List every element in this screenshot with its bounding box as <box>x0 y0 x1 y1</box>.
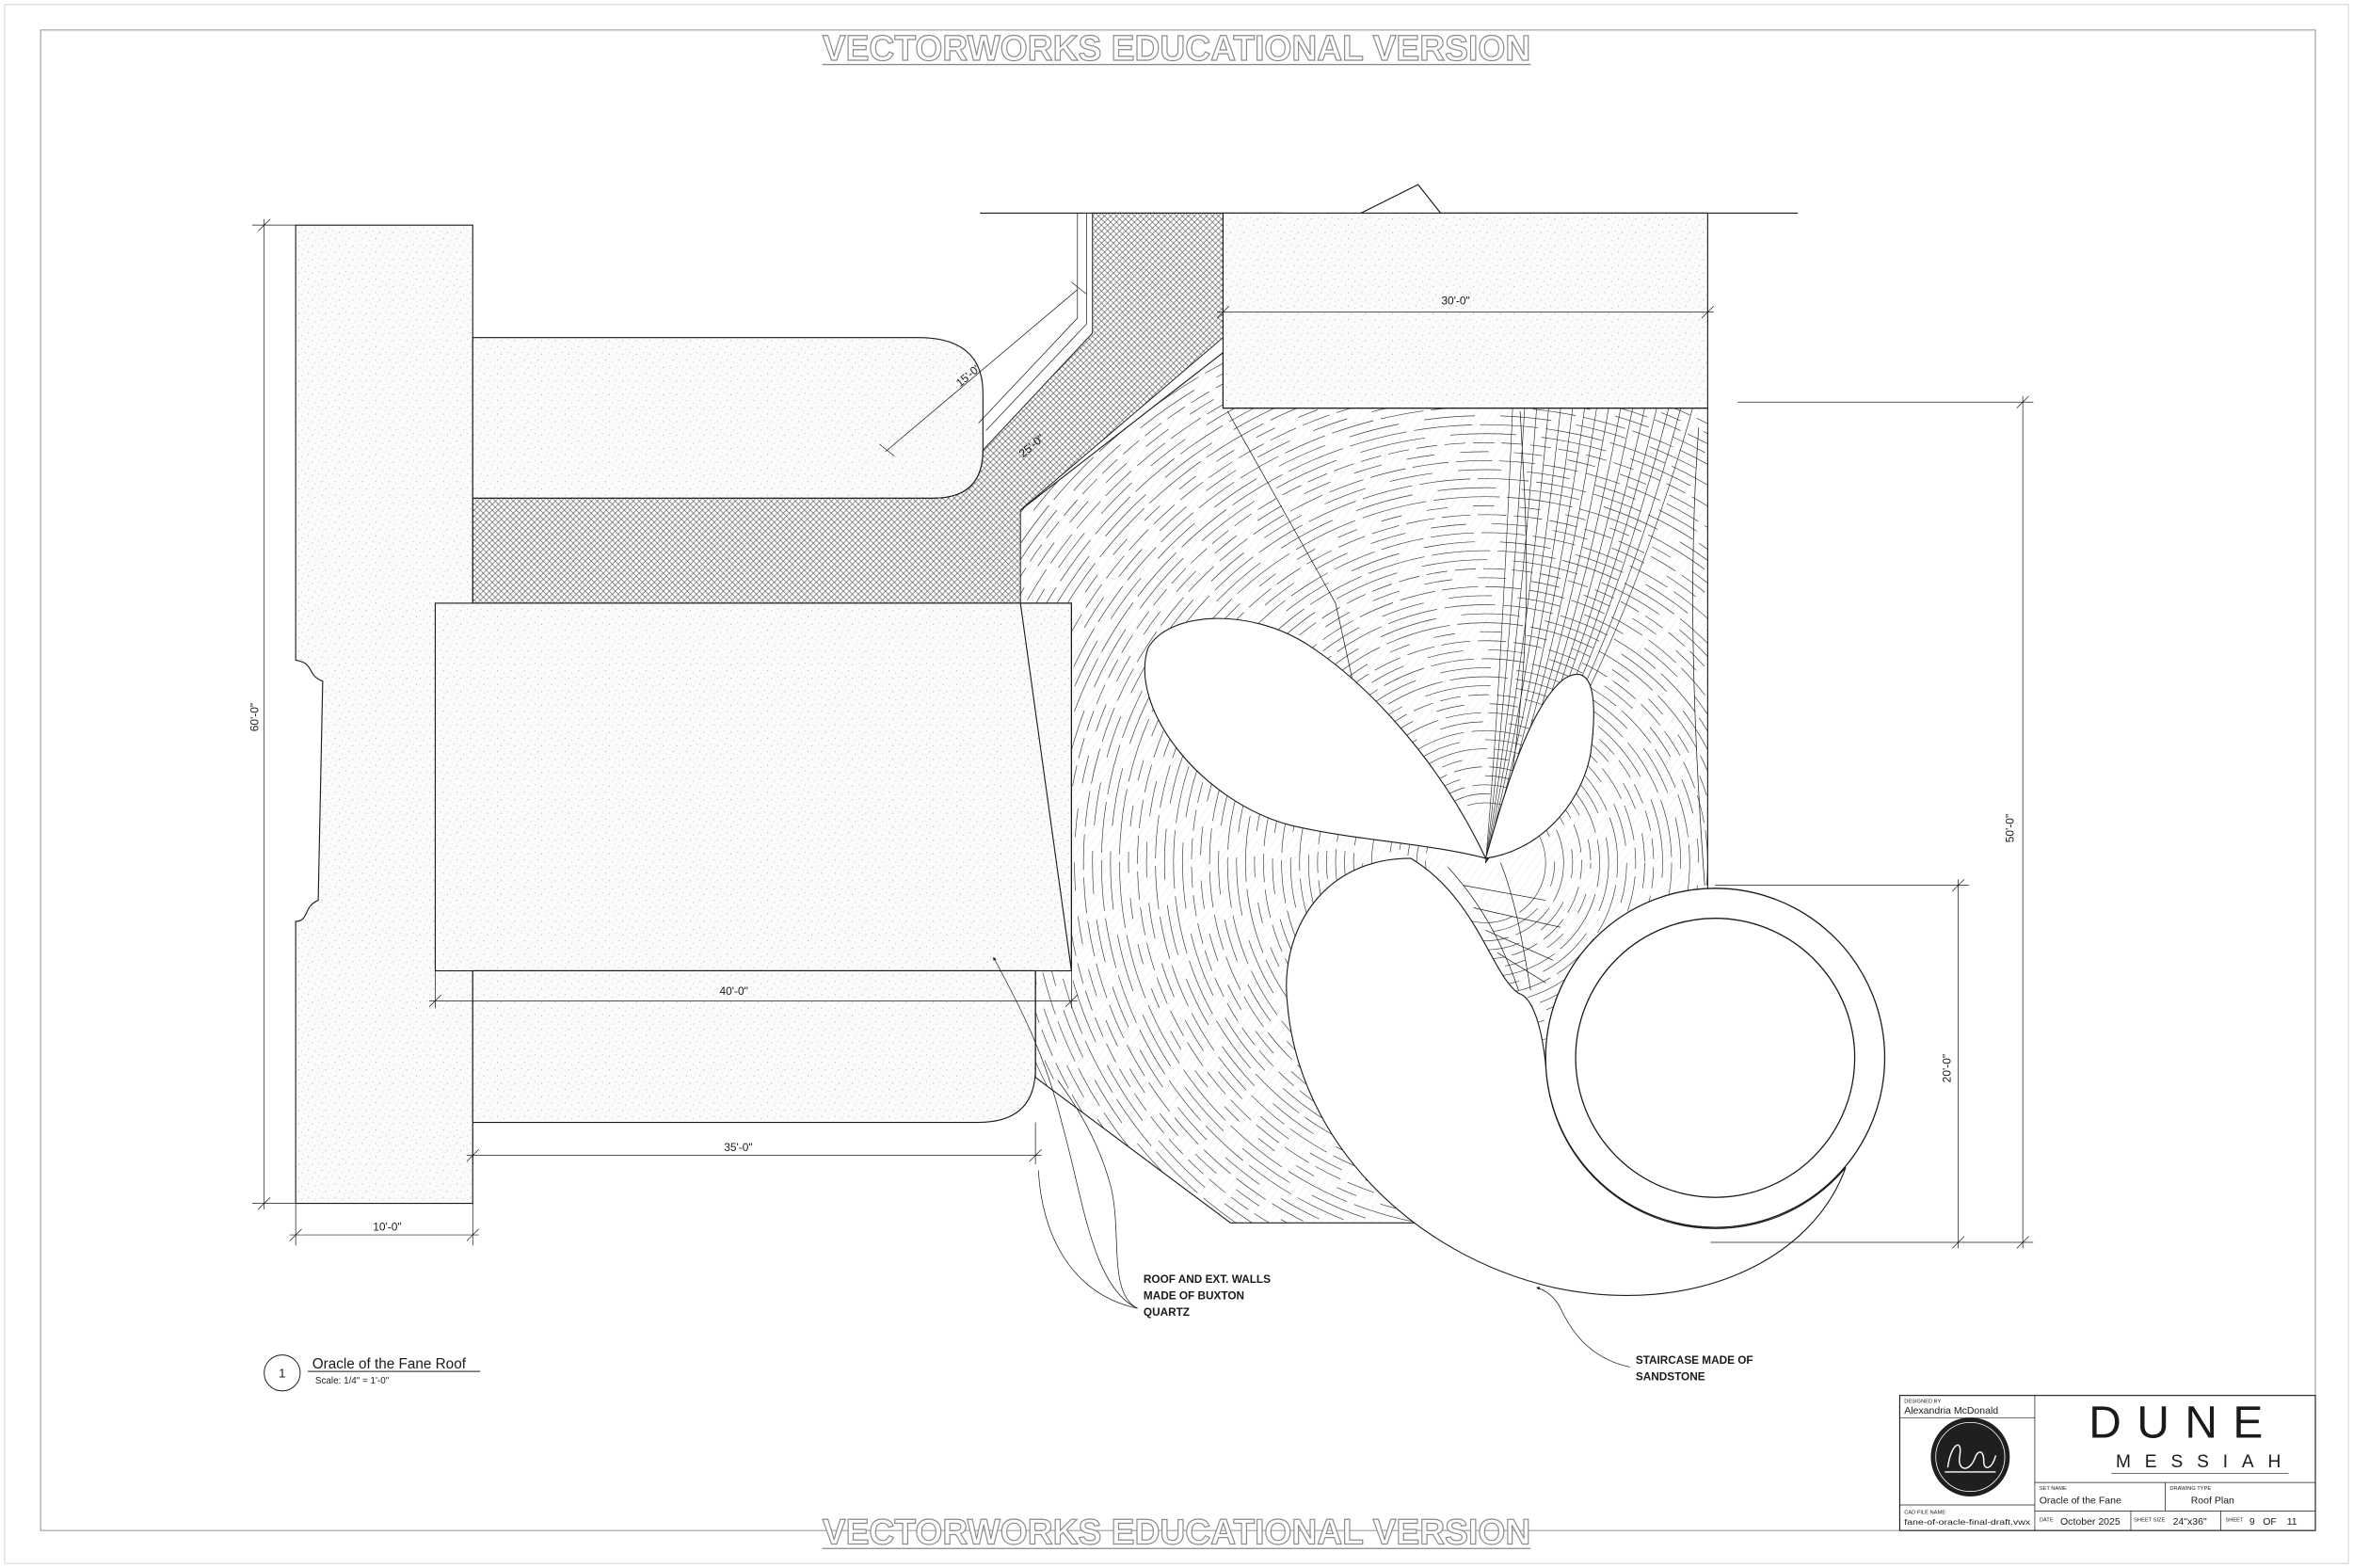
left-wing-roof <box>295 224 473 1205</box>
lower-wing-roof <box>472 969 1036 1124</box>
designer-name: Alexandria McDonald <box>1904 1405 1998 1416</box>
dimension-left-width-label: 10'-0" <box>373 1220 401 1233</box>
flow-line <box>1485 408 1561 863</box>
signature-mark <box>1945 1444 1997 1473</box>
roof-note-line-2: MADE OF BUXTON <box>1144 1290 1244 1303</box>
dimension-left-height: 60'-0" <box>248 218 296 1210</box>
dimension-right-height-label: 50'-0" <box>2004 814 2017 842</box>
staircase-note-line-2: SANDSTONE <box>1636 1371 1705 1384</box>
spiral-staircase <box>1286 857 1847 1296</box>
hatch-arc <box>1092 469 1708 1224</box>
hatch-arc <box>1200 577 1708 1148</box>
sheet-outer-border <box>4 4 2349 1564</box>
staircase-note-line-1: STAIRCASE MADE OF <box>1636 1354 1753 1367</box>
sheet-inner-border <box>40 29 2316 1531</box>
sheet-size-label: SHEET SIZE <box>2134 1518 2165 1524</box>
dimension-left-height-label: 60'-0" <box>248 703 261 731</box>
roof-hip-line <box>1692 427 1705 886</box>
dimension-circle-height-label: 20'-0" <box>1941 1054 1954 1082</box>
flow-line <box>1485 408 1526 863</box>
staircase-material-note: STAIRCASE MADE OF SANDSTONE <box>1536 1287 1753 1384</box>
hatch-arc <box>1425 802 1546 923</box>
hatch-arc <box>1074 451 1708 1224</box>
sheet-total: 11 <box>2287 1516 2297 1528</box>
sheet-number: 9 <box>2249 1516 2255 1528</box>
staircase-leader <box>1536 1287 1630 1368</box>
title-block: DESIGNED BY Alexandria McDonald CAD FILE… <box>1898 1395 2316 1531</box>
dimension-lower-length-label: 35'-0" <box>724 1141 752 1154</box>
cad-file-label: CAD FILE NAME <box>1904 1511 1945 1516</box>
dimension-circle-height: 20'-0" <box>1715 878 1969 1249</box>
hatch-arc <box>1173 550 1708 1176</box>
dimension-top-width: 30'-0" <box>1216 295 1714 319</box>
roof-leader-2 <box>1057 1080 1138 1309</box>
oculus-tip <box>1484 673 1594 859</box>
drawing-number-bubble <box>264 1354 301 1392</box>
hatch-arc <box>1254 631 1708 1095</box>
flow-line <box>1485 408 1513 863</box>
hatch-arc <box>1110 487 1708 1224</box>
roof-valley-line <box>1506 410 1528 810</box>
roof-note-line-1: ROOF AND EXT. WALLS <box>1144 1273 1271 1286</box>
dimension-left-width: 10'-0" <box>289 1203 479 1246</box>
set-name: Oracle of the Fane <box>2040 1495 2121 1506</box>
dimension-main-length-label: 40'-0" <box>719 984 747 998</box>
main-block-roof <box>434 602 1072 972</box>
hatch-arc <box>1119 496 1708 1224</box>
hatch-arc <box>1326 703 1645 1023</box>
circular-tower-inner <box>1575 918 1856 1198</box>
flow-line <box>1485 408 1549 863</box>
dimension-right-height: 50'-0" <box>1710 395 2034 1249</box>
upper-wing-roof <box>472 337 984 499</box>
roof-leader-3 <box>1037 1170 1138 1309</box>
sheet-size-value: 24"x36" <box>2173 1516 2207 1528</box>
watermark-bottom: VECTORWORKS EDUCATIONAL VERSION <box>823 1512 1530 1552</box>
hatch-arc <box>1263 640 1708 1085</box>
drawing-type-label: DRAWING TYPE <box>2169 1486 2211 1492</box>
drawing-title: Oracle of the Fane Roof <box>312 1356 467 1372</box>
sheet-label: SHEET <box>2225 1518 2244 1524</box>
dimension-lower-length: 35'-0" <box>466 1122 1042 1165</box>
dimension-main-length: 40'-0" <box>428 970 1079 1009</box>
designer-logo <box>1930 1417 2010 1496</box>
set-name-label: SET NAME <box>2040 1486 2067 1492</box>
roof-note-line-3: QUARTZ <box>1144 1306 1190 1319</box>
hatch-arc <box>1137 514 1708 1211</box>
hatch-arc <box>1236 613 1708 1112</box>
drawing-scale: Scale: 1/4" = 1'-0" <box>315 1376 390 1386</box>
hatch-arc <box>1407 784 1564 941</box>
sloped-roof-outline <box>1019 351 1708 1224</box>
drawing-type: Roof Plan <box>2191 1495 2234 1506</box>
drawing-label: 1 Oracle of the Fane Roof Scale: 1/4" = … <box>264 1354 481 1392</box>
flow-line <box>1485 408 1537 863</box>
roof-material-note: ROOF AND EXT. WALLS MADE OF BUXTON QUART… <box>993 956 1271 1319</box>
stair-mesh <box>1448 862 1561 991</box>
roof-ridge-line <box>1226 410 1359 706</box>
top-block-roof <box>1222 212 1708 409</box>
roof-leader-1 <box>993 956 1138 1309</box>
dimension-top-width-label: 30'-0" <box>1441 295 1469 308</box>
watermark-top: VECTORWORKS EDUCATIONAL VERSION <box>823 28 1530 69</box>
drawing-number: 1 <box>279 1367 285 1381</box>
designed-by-label: DESIGNED BY <box>1904 1400 1941 1405</box>
hatch-arc <box>1082 460 1708 1224</box>
sheet-of: OF <box>2263 1516 2277 1528</box>
angled-window-line <box>978 213 1087 431</box>
date-value: October 2025 <box>2060 1516 2121 1528</box>
date-label: DATE <box>2040 1518 2054 1524</box>
cad-file-name: fane-of-oracle-final-draft.vwx <box>1904 1517 2031 1527</box>
hatch-arc <box>1100 478 1708 1224</box>
